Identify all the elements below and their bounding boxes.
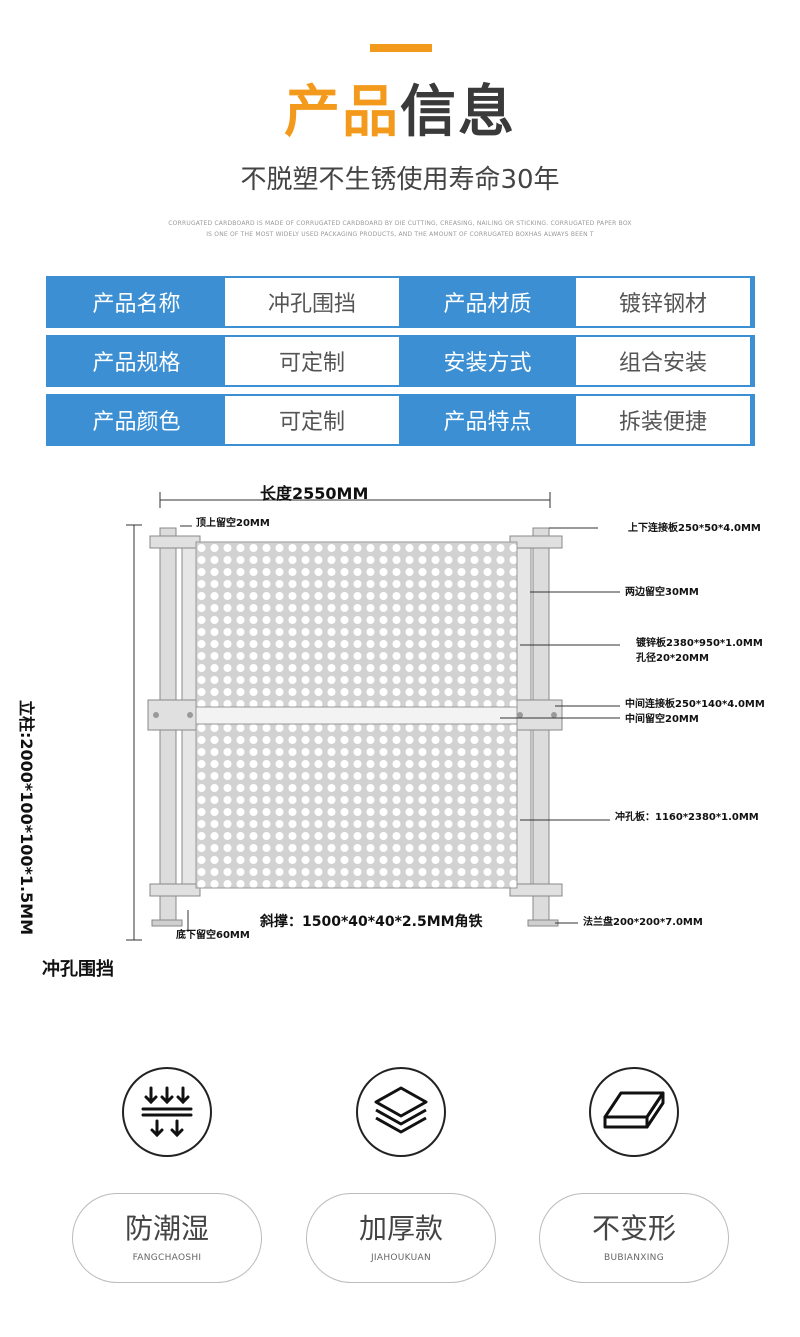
accent-bar [370, 44, 432, 52]
spec-value: 组合安装 [576, 337, 750, 385]
feature-no-deform: 不变形 BUBIANXING [539, 1067, 729, 1287]
feature-pill: 不变形 BUBIANXING [539, 1193, 729, 1283]
layers-icon [356, 1067, 446, 1157]
feature-pinyin: FANGCHAOSHI [132, 1253, 202, 1263]
fine-print-line-1: CORRUGATED CARDBOARD IS MADE OF CORRUGAT… [168, 220, 632, 227]
moisture-proof-icon [122, 1067, 212, 1157]
feature-thick: 加厚款 JIAHOUKUAN [306, 1067, 496, 1287]
fine-print-line-2: IS ONE OF THE MOST WIDELY USED PACKAGING… [206, 231, 594, 238]
feature-title: 防潮湿 [124, 1212, 209, 1245]
spec-key: 产品规格 [48, 337, 225, 385]
spec-key: 产品特点 [399, 396, 576, 444]
spec-key: 安装方式 [399, 337, 576, 385]
length-label: 长度2550MM [260, 484, 369, 503]
galv-panel-label: 镀锌板2380*950*1.0MM [636, 638, 763, 649]
feature-pill: 防潮湿 FANGCHAOSHI [72, 1193, 262, 1283]
fence-diagram: 长度2550MM 立柱:2000*100*100*1.5MM 顶上留空20MM … [0, 470, 800, 950]
spec-row: 产品规格 可定制 安装方式 组合安装 [46, 335, 755, 387]
side-gap-label: 两边留空30MM [625, 587, 699, 598]
spec-value: 镀锌钢材 [576, 278, 750, 326]
fence-drawing [126, 492, 620, 941]
spec-value: 冲孔围挡 [225, 278, 399, 326]
spec-key: 产品颜色 [48, 396, 225, 444]
spec-key: 产品材质 [399, 278, 576, 326]
spec-value: 可定制 [225, 337, 399, 385]
spec-table: 产品名称 冲孔围挡 产品材质 镀锌钢材 产品规格 可定制 安装方式 组合安装 产… [46, 276, 755, 453]
top-gap-label: 顶上留空20MM [196, 518, 270, 529]
feature-title: 加厚款 [358, 1212, 443, 1245]
feature-title: 不变形 [591, 1212, 676, 1245]
page-title: 产品信息 [0, 78, 800, 148]
hole-size-label: 孔径20*20MM [636, 653, 709, 664]
spec-key: 产品名称 [48, 278, 225, 326]
page-subtitle: 不脱塑不生锈使用寿命30年 [240, 165, 560, 195]
flange-label: 法兰盘200*200*7.0MM [583, 917, 703, 928]
title-highlight: 产品 [284, 80, 400, 145]
spec-value: 可定制 [225, 396, 399, 444]
feature-pill: 加厚款 JIAHOUKUAN [306, 1193, 496, 1283]
top-plate-label: 上下连接板250*50*4.0MM [628, 523, 761, 534]
bottom-gap-label: 底下留空60MM [176, 930, 250, 941]
feature-moisture: 防潮湿 FANGCHAOSHI [72, 1067, 262, 1287]
spec-row: 产品名称 冲孔围挡 产品材质 镀锌钢材 [46, 276, 755, 328]
brace-label: 斜撑：1500*40*40*2.5MM角铁 [260, 914, 483, 930]
feature-pinyin: JIAHOUKUAN [370, 1253, 432, 1263]
middle-plate-label: 中间连接板250*140*4.0MM [625, 699, 765, 710]
spec-row: 产品颜色 可定制 产品特点 拆装便捷 [46, 394, 755, 446]
punch-panel-label: 冲孔板：1160*2380*1.0MM [615, 812, 759, 823]
spec-value: 拆装便捷 [576, 396, 750, 444]
diagram-caption: 冲孔围挡 [42, 959, 114, 980]
post-label: 立柱:2000*100*100*1.5MM [17, 700, 36, 936]
feature-pinyin: BUBIANXING [603, 1253, 664, 1263]
title-rest: 信息 [400, 80, 516, 145]
plate-icon [589, 1067, 679, 1157]
middle-gap-label: 中间留空20MM [625, 714, 699, 725]
